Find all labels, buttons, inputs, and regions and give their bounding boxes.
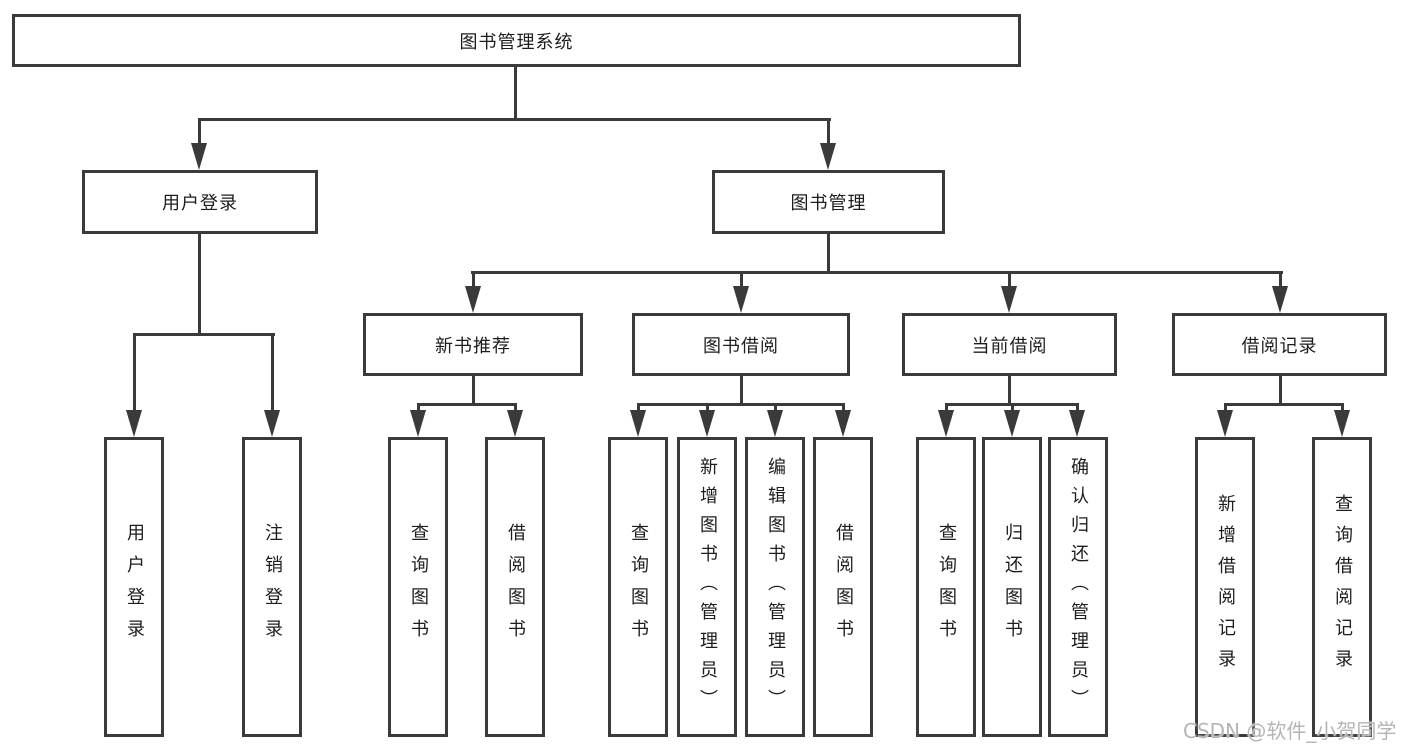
leaf-label: 新增图书（管理员） — [697, 456, 718, 718]
connector-shaft-add-record — [1224, 403, 1227, 415]
connector-shaft-query-record — [1341, 403, 1344, 415]
leaf-label: 归还图书 — [1002, 523, 1023, 651]
arrowhead-query-record — [1334, 410, 1350, 437]
leaf-label: 借阅图书 — [505, 523, 526, 651]
arrowhead-query-borrowing — [630, 410, 646, 437]
connector-shaft-query-borrowing — [637, 403, 640, 415]
arrowhead-current — [1001, 286, 1017, 313]
connector-recommend-stem — [472, 374, 475, 405]
leaf-label: 查询图书 — [936, 523, 957, 651]
connector-shaft-query-current — [945, 403, 948, 415]
watermark: CSDN @软件_小贺同学 — [1183, 719, 1397, 743]
connector-shaft-add-books — [706, 403, 709, 415]
leaf-add-borrow-record: 新增借阅记录 — [1195, 437, 1255, 737]
leaf-label: 新增借阅记录 — [1215, 494, 1236, 680]
arrowhead-confirm-return — [1069, 410, 1085, 437]
arrowhead-add-record — [1217, 410, 1233, 437]
node-user-login: 用户登录 — [82, 170, 318, 234]
leaf-query-books-recommend: 查询图书 — [388, 437, 448, 737]
leaf-add-books-admin: 新增图书（管理员） — [677, 437, 737, 737]
connector-shaft-borrow-books — [842, 403, 845, 415]
connector-current-stem — [1008, 374, 1011, 405]
connector-records-rail — [1224, 403, 1344, 406]
connector-borrowing-rail — [637, 403, 845, 406]
leaf-query-books-borrow: 查询图书 — [608, 437, 668, 737]
arrowhead-leaf-logout — [264, 410, 280, 437]
leaf-label: 编辑图书（管理员） — [765, 456, 786, 718]
connector-user-login-rail — [133, 333, 275, 336]
leaf-label: 借阅图书 — [833, 523, 854, 651]
connector-shaft-borrowing — [740, 271, 743, 289]
node-label: 当前借阅 — [971, 335, 1048, 357]
node-library-management-system: 图书管理系统 — [12, 14, 1021, 67]
node-current-borrowing: 当前借阅 — [902, 313, 1117, 376]
leaf-query-books-current: 查询图书 — [916, 437, 976, 737]
leaf-logout: 注销登录 — [242, 437, 302, 737]
connector-shaft-book-management — [827, 118, 830, 148]
connector-recommend-rail — [417, 403, 517, 406]
arrowhead-return-books — [1004, 410, 1020, 437]
node-label: 用户登录 — [162, 193, 238, 214]
leaf-return-books: 归还图书 — [982, 437, 1042, 737]
connector-borrowing-stem — [740, 374, 743, 405]
connector-shaft-records — [1279, 271, 1282, 289]
arrowhead-query-current — [938, 410, 954, 437]
leaf-label: 查询图书 — [628, 523, 649, 651]
node-book-borrowing: 图书借阅 — [632, 313, 850, 376]
arrowhead-query-recommend — [410, 410, 426, 437]
node-borrowing-records: 借阅记录 — [1172, 313, 1387, 376]
connector-shaft-query-recommend — [417, 403, 420, 415]
node-label: 图书借阅 — [703, 335, 779, 357]
node-book-management: 图书管理 — [712, 170, 945, 234]
arrowhead-leaf-user-login — [126, 410, 142, 437]
connector-records-stem — [1279, 374, 1282, 405]
connector-root-stem — [514, 66, 517, 120]
arrowhead-borrow-recommend — [507, 410, 523, 437]
leaf-user-login: 用户登录 — [104, 437, 164, 737]
connector-level1-rail — [198, 118, 831, 121]
connector-shaft-user-login — [198, 118, 201, 148]
leaf-label: 查询借阅记录 — [1332, 494, 1353, 680]
arrowhead-book-management — [820, 143, 836, 170]
node-new-book-recommendation: 新书推荐 — [363, 313, 583, 376]
leaf-label: 查询图书 — [408, 523, 429, 651]
connector-shaft-confirm-return — [1076, 403, 1079, 415]
connector-shaft-current — [1008, 271, 1011, 289]
leaf-label: 注销登录 — [262, 523, 283, 651]
node-label: 图书管理 — [790, 193, 867, 214]
leaf-borrow-books-borrow: 借阅图书 — [813, 437, 873, 737]
connector-shaft-recommend — [472, 271, 475, 289]
arrowhead-recommend — [465, 286, 481, 313]
leaf-borrow-books-recommend: 借阅图书 — [485, 437, 545, 737]
leaf-query-borrow-record: 查询借阅记录 — [1312, 437, 1372, 737]
arrowhead-edit-books — [767, 410, 783, 437]
leaf-confirm-return-admin: 确认归还（管理员） — [1048, 437, 1108, 737]
leaf-label: 用户登录 — [124, 523, 145, 651]
connector-book-management-stem — [827, 233, 830, 274]
connector-shaft-borrow-recommend — [514, 403, 517, 415]
connector-shaft-edit-books — [774, 403, 777, 415]
arrowhead-borrowing — [733, 286, 749, 313]
connector-shaft-return-books — [1011, 403, 1014, 415]
arrowhead-user-login — [191, 143, 207, 170]
connector-user-login-stem — [198, 233, 201, 335]
connector-shaft-leaf-user-login — [133, 333, 136, 413]
node-label: 图书管理系统 — [459, 31, 574, 53]
leaf-edit-books-admin: 编辑图书（管理员） — [745, 437, 805, 737]
node-label: 借阅记录 — [1241, 335, 1318, 357]
arrowhead-borrow-books — [835, 410, 851, 437]
node-label: 新书推荐 — [435, 335, 511, 357]
connector-level3-rail — [471, 271, 1283, 274]
arrowhead-records — [1272, 286, 1288, 313]
leaf-label: 确认归还（管理员） — [1068, 456, 1089, 718]
arrowhead-add-books — [699, 410, 715, 437]
connector-shaft-leaf-logout — [271, 333, 274, 413]
